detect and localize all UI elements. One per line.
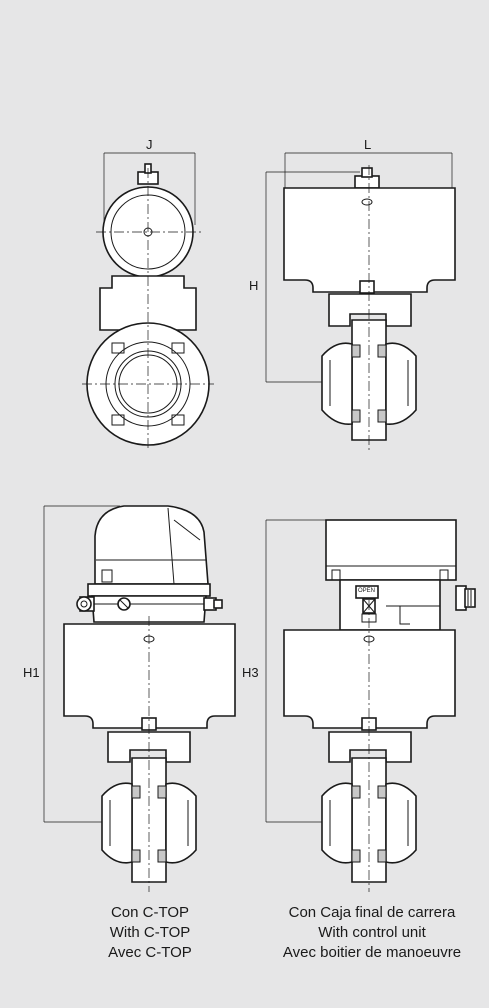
dimension-h-label: H (249, 278, 259, 293)
caption-c-top-es: Con C-TOP (110, 904, 190, 921)
caption-control-unit-fr: Avec boitier de manoeuvre (282, 944, 462, 961)
caption-control-unit-en: With control unit (318, 924, 426, 941)
c-top-view-valve (43, 505, 236, 892)
caption-c-top-fr: Avec C-TOP (108, 944, 192, 961)
dimension-h3-label: H3 (242, 665, 259, 680)
dimension-h1-label: H1 (23, 665, 40, 680)
caption-control-unit: Con Caja final de carrera With control u… (259, 903, 485, 963)
caption-c-top-en: With C-TOP (109, 924, 191, 941)
dimension-j-label: J (146, 137, 153, 152)
dimension-l-label: L (364, 137, 372, 152)
side-view-valve (265, 152, 456, 452)
front-view-valve (82, 152, 214, 450)
open-indicator-tag: OPEN (358, 588, 376, 594)
control-unit-view-valve (265, 519, 476, 892)
caption-c-top: Con C-TOP With C-TOP Avec C-TOP (70, 903, 230, 963)
caption-control-unit-es: Con Caja final de carrera (288, 904, 456, 921)
